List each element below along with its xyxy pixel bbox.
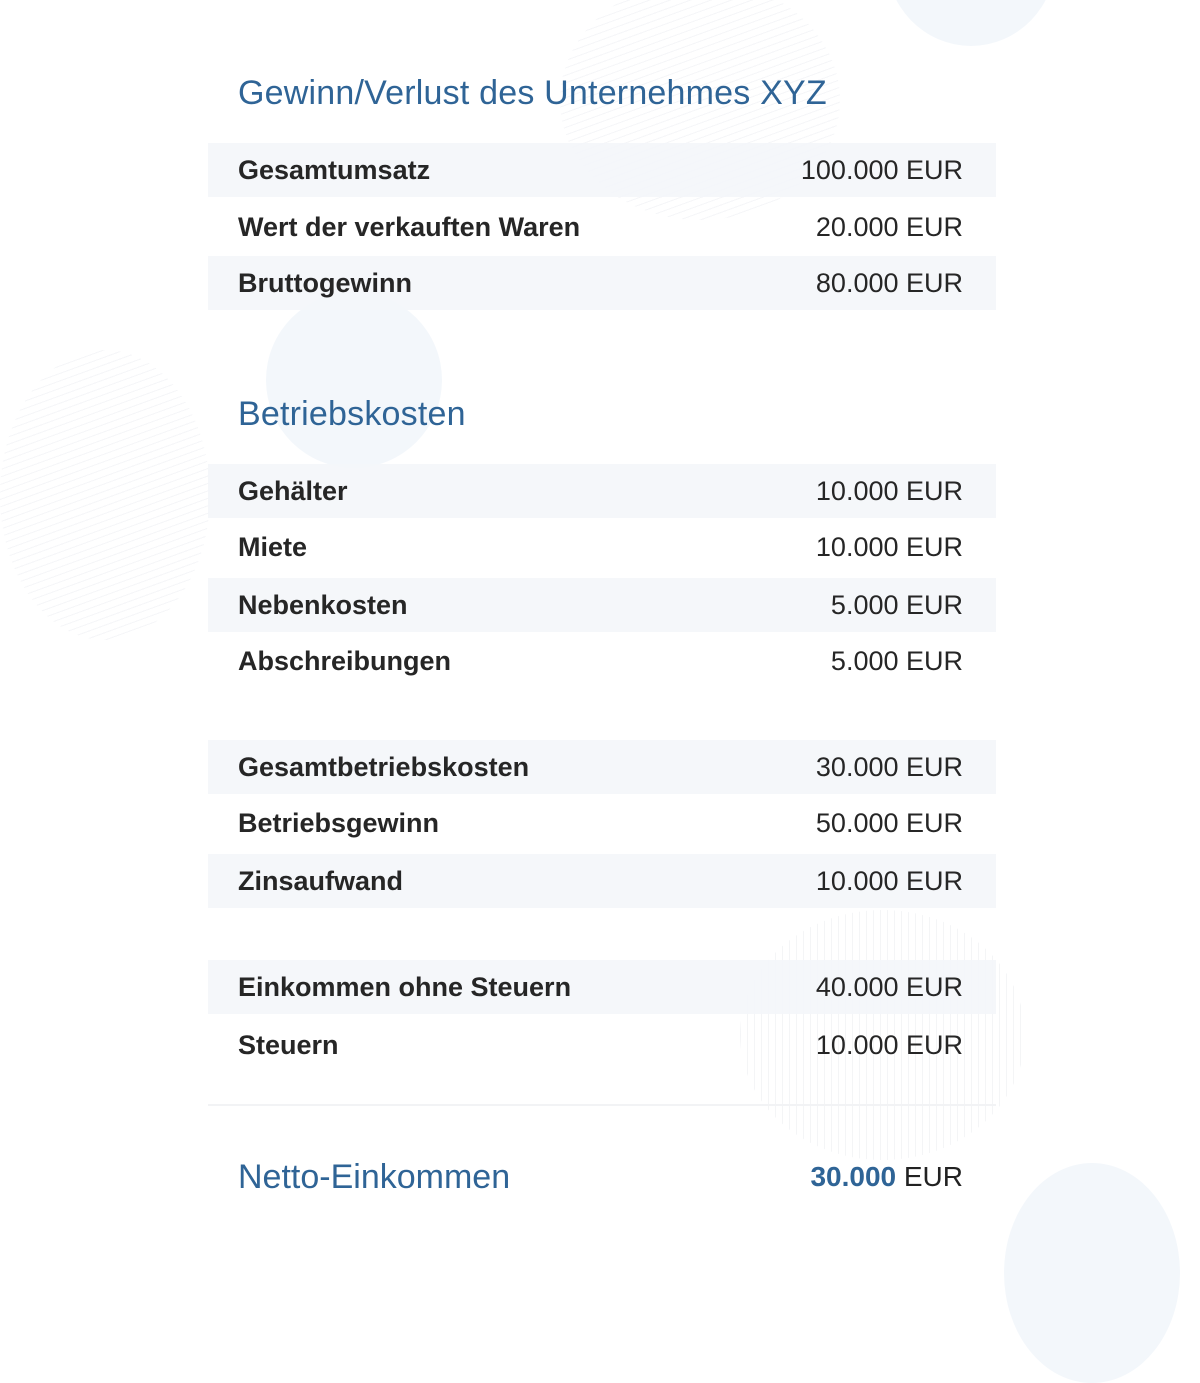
decor-circle <box>266 292 442 468</box>
table-row: Wert der verkauften Waren 20.000 EUR <box>208 200 996 254</box>
table-row: Gesamtumsatz 100.000 EUR <box>208 143 996 197</box>
net-income-value: 30.000 EUR <box>810 1161 963 1193</box>
net-income-row: Netto-Einkommen 30.000 EUR <box>208 1150 996 1204</box>
table-row: Zinsaufwand 10.000 EUR <box>208 854 996 908</box>
row-label: Nebenkosten <box>238 589 408 620</box>
table-row: Einkommen ohne Steuern 40.000 EUR <box>208 960 996 1014</box>
table-row: Steuern 10.000 EUR <box>208 1018 996 1072</box>
row-value: 10.000 EUR <box>815 475 963 506</box>
row-label: Steuern <box>238 1029 339 1060</box>
table-row: Abschreibungen 5.000 EUR <box>208 634 996 688</box>
row-label: Miete <box>238 531 308 562</box>
table-row: Gehälter 10.000 EUR <box>208 464 996 518</box>
net-income-label: Netto-Einkommen <box>238 1157 511 1196</box>
row-label: Gesamtbetriebskosten <box>238 751 530 782</box>
decor-circle <box>1004 1163 1180 1383</box>
table-row: Nebenkosten 5.000 EUR <box>208 578 996 632</box>
table-row: Miete 10.000 EUR <box>208 520 996 574</box>
decor-circle <box>886 0 1056 46</box>
row-value: 100.000 EUR <box>800 154 963 185</box>
table-row: Betriebsgewinn 50.000 EUR <box>208 796 996 850</box>
row-label: Bruttogewinn <box>238 267 412 298</box>
table-row: Bruttogewinn 80.000 EUR <box>208 256 996 310</box>
row-value: 5.000 EUR <box>830 589 963 620</box>
decor-hatch <box>740 910 1025 1160</box>
page-title: Gewinn/Verlust des Unternehmes XYZ <box>238 74 827 112</box>
row-value: 20.000 EUR <box>815 211 963 242</box>
row-label: Gehälter <box>238 475 348 506</box>
section-title: Betriebskosten <box>238 395 466 433</box>
row-label: Abschreibungen <box>238 645 452 676</box>
divider <box>208 1104 996 1106</box>
net-income-amount: 30.000 <box>810 1161 897 1192</box>
row-value: 80.000 EUR <box>815 267 963 298</box>
row-value: 30.000 EUR <box>815 751 963 782</box>
decor-hatch <box>0 350 210 640</box>
net-income-currency: EUR <box>903 1161 963 1192</box>
row-label: Wert der verkauften Waren <box>238 211 581 242</box>
row-value: 40.000 EUR <box>815 971 963 1002</box>
row-label: Gesamtumsatz <box>238 154 431 185</box>
row-label: Zinsaufwand <box>238 865 404 896</box>
row-value: 10.000 EUR <box>815 1029 963 1060</box>
row-label: Einkommen ohne Steuern <box>238 971 572 1002</box>
row-value: 10.000 EUR <box>815 531 963 562</box>
table-row: Gesamtbetriebskosten 30.000 EUR <box>208 740 996 794</box>
row-value: 50.000 EUR <box>815 807 963 838</box>
row-label: Betriebsgewinn <box>238 807 440 838</box>
row-value: 10.000 EUR <box>815 865 963 896</box>
row-value: 5.000 EUR <box>830 645 963 676</box>
